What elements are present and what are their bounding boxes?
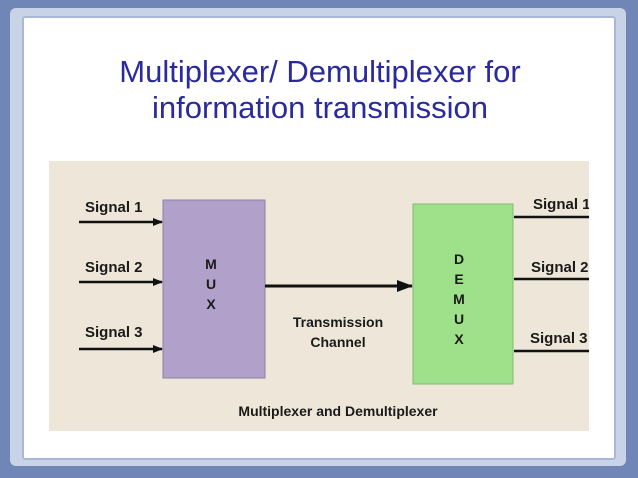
diagram-caption: Multiplexer and Demultiplexer <box>238 403 438 419</box>
title-line-1: Multiplexer/ Demultiplexer for <box>119 54 521 89</box>
demux-letter-m: M <box>453 291 465 307</box>
mux-letter-u: U <box>206 276 216 292</box>
demux-letter-x: X <box>454 331 464 347</box>
input-label-1: Signal 1 <box>85 199 143 216</box>
input-label-3: Signal 3 <box>85 324 143 341</box>
output-label-2: Signal 2 <box>531 259 589 276</box>
channel-label-line-1: Transmission <box>293 314 383 330</box>
input-label-2: Signal 2 <box>85 259 143 276</box>
demux-letter-u: U <box>454 311 464 327</box>
output-label-1: Signal 1 <box>533 196 589 213</box>
diagram-svg: Signal 1 Signal 2 Signal 3 Signal 1 Sign… <box>79 196 589 419</box>
mux-letter-x: X <box>206 296 216 312</box>
title-line-2: information transmission <box>152 90 488 125</box>
demux-block <box>412 203 514 385</box>
mux-demux-diagram: Signal 1 Signal 2 Signal 3 Signal 1 Sign… <box>49 161 589 431</box>
demux-letter-e: E <box>454 271 463 287</box>
channel-label-line-2: Channel <box>310 334 365 350</box>
output-label-3: Signal 3 <box>530 330 588 347</box>
slide: Multiplexer/ Demultiplexer for informati… <box>22 16 616 460</box>
mux-letter-m: M <box>205 256 217 272</box>
slide-title: Multiplexer/ Demultiplexer for informati… <box>42 54 598 126</box>
demux-letter-d: D <box>454 251 464 267</box>
mux-block <box>162 199 266 379</box>
